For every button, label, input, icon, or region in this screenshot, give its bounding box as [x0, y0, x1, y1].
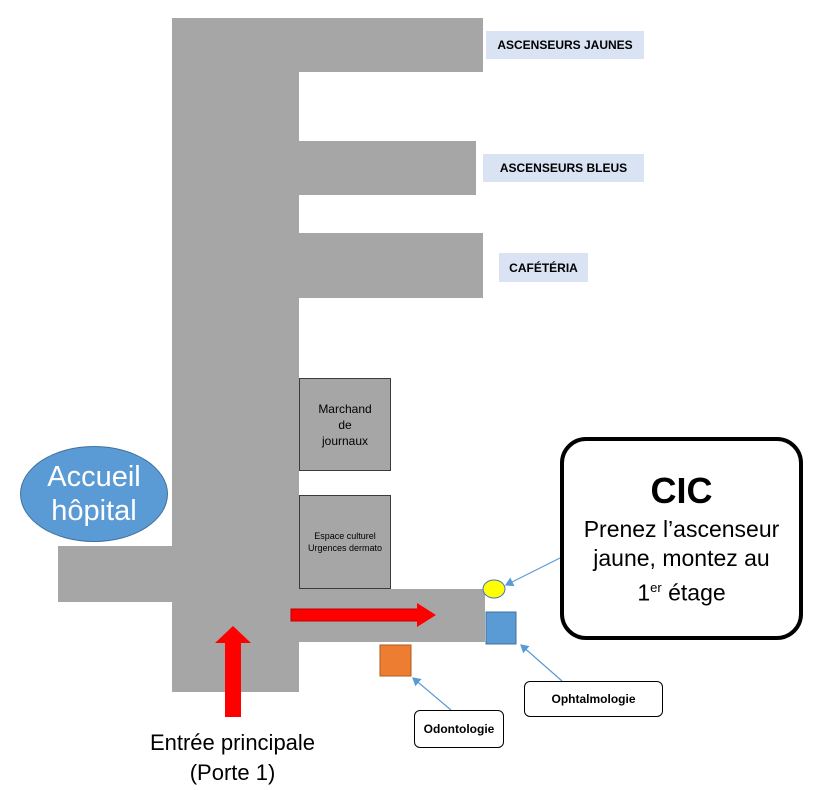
- cic-floor-number: 1: [637, 579, 651, 606]
- cic-info-box: CIC Prenez l’ascenseur jaune, montez au …: [560, 437, 803, 640]
- callout-ophtalmologie: Ophtalmologie: [524, 681, 663, 717]
- ophtalmologie-connector: [520, 644, 563, 682]
- corridor-accueil: [58, 546, 299, 602]
- odontologie-connector: [412, 677, 452, 711]
- label-cafeteria: CAFÉTÉRIA: [499, 253, 588, 282]
- cic-floor-text: étage: [661, 579, 726, 606]
- corridor-ascenseurs-bleus: [299, 141, 476, 195]
- corridor-cafeteria: [299, 233, 483, 298]
- shop-espace-line2: Urgences dermato: [307, 543, 383, 553]
- label-ascenseurs-bleus: ASCENSEURS BLEUS: [483, 154, 644, 182]
- entrance-line1: Entrée principale: [149, 730, 316, 755]
- shop-marchand-line3: journaux: [321, 433, 369, 448]
- callout-odontologie: Odontologie: [414, 710, 504, 748]
- corridors: [58, 18, 485, 692]
- cic-line2: jaune, montez au: [593, 545, 770, 571]
- cic-elevator-marker: [482, 579, 506, 599]
- odontologie-marker: [379, 644, 412, 677]
- entrance-label: Entrée principale (Porte 1): [120, 728, 345, 788]
- cic-floor-suffix: er: [650, 580, 662, 595]
- cic-line1: Prenez l’ascenseur: [583, 516, 780, 542]
- label-ascenseurs-jaunes: ASCENSEURS JAUNES: [486, 31, 644, 59]
- cic-line3: 1er étage: [564, 573, 799, 608]
- entrance-arrow: [215, 626, 251, 717]
- shop-espace-line1: Espace culturel: [314, 531, 376, 541]
- shop-marchand-line2: de: [338, 417, 352, 432]
- shop-espace-culturel: Espace culturel Urgences dermato: [299, 495, 391, 589]
- direction-arrow: [290, 603, 436, 627]
- accueil-line1: Accueil: [47, 461, 141, 493]
- accueil-hopital: Accueil hôpital: [20, 446, 168, 542]
- cic-title: CIC: [650, 470, 713, 511]
- entrance-line2: (Porte 1): [189, 760, 276, 785]
- shop-marchand-line1: Marchand: [318, 401, 372, 416]
- cic-instructions: Prenez l’ascenseur jaune, montez au 1er …: [564, 515, 799, 608]
- cic-connector: [504, 557, 561, 587]
- accueil-line2: hôpital: [51, 495, 137, 527]
- ophtalmologie-marker: [485, 611, 517, 645]
- shop-marchand-journaux: Marchand de journaux: [299, 378, 391, 471]
- corridor-ascenseurs-jaunes: [172, 18, 483, 72]
